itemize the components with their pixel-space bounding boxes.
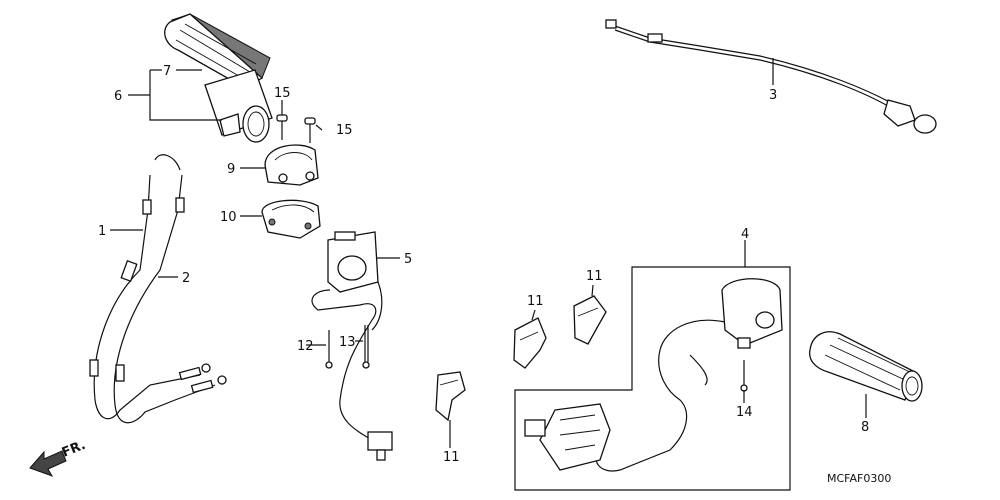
screw-15-left [276,114,288,140]
callout-14: 14 [736,405,753,420]
callout-1: 1 [98,224,106,239]
screw-15-right [304,117,316,143]
callout-12: 12 [297,339,314,354]
handlebar-grip-left [809,331,923,402]
cable-clamp-11-right [573,295,607,345]
callout-11-left: 11 [527,294,544,309]
choke-cable [605,19,937,134]
callout-6-bracket [128,69,222,121]
callout-11-right: 11 [586,269,603,284]
front-arrow-label: FR. [60,438,88,461]
throttle-cable-1 [89,154,202,420]
callout-13: 13 [339,335,356,350]
screw-13 [362,325,370,369]
callout-8: 8 [861,420,869,435]
callout-9: 9 [227,162,235,177]
throttle-grip [164,13,273,143]
callout-4: 4 [741,227,749,242]
callout-7: 7 [163,64,171,79]
cable-clamp-11-left [513,317,547,369]
callout-15-right: 15 [336,123,353,138]
throttle-housing-lower [261,199,321,239]
callout-5: 5 [404,252,412,267]
callout-2: 2 [182,271,190,286]
cable-clamp-11-bottom [435,371,466,422]
callout-15-top: 15 [274,86,291,101]
throttle-housing-upper [264,144,319,186]
callout-3: 3 [769,88,777,103]
callout-6: 6 [114,89,122,104]
figure-code: MCFAF0300 [827,472,891,485]
front-arrow-icon [29,450,67,477]
switch-housing-left [311,231,393,461]
callout-10: 10 [220,210,237,225]
throttle-cable-2 [113,174,227,424]
screw-14 [740,360,748,392]
callout-11-bottom: 11 [443,450,460,465]
switch-assembly-right [514,266,791,491]
screw-12 [325,330,333,369]
